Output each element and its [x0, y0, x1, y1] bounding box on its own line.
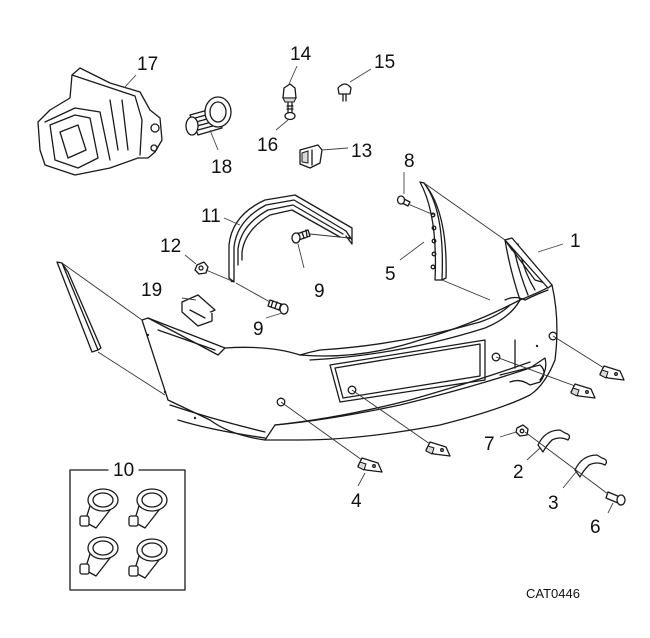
reference-code: CAT0446	[526, 586, 580, 601]
sensor-hole	[276, 397, 286, 407]
sensor-kit-unit	[128, 538, 168, 579]
parking-sensor-part	[425, 441, 451, 457]
callout-3: 3	[548, 493, 559, 514]
sensor-kit-box	[69, 469, 186, 591]
callout-7: 7	[484, 434, 495, 455]
sensor-kit-unit	[79, 488, 119, 529]
sensor-hole	[347, 385, 357, 395]
parking-sensor-part	[599, 365, 625, 381]
sensor-kit-unit	[79, 536, 119, 577]
callout-16: 16	[257, 135, 278, 156]
callout-19: 19	[141, 280, 162, 301]
callout-8: 8	[404, 151, 415, 172]
energy-absorber-part	[37, 67, 163, 176]
rear-bumper-cover-part	[141, 237, 558, 441]
sensor-hole	[491, 352, 501, 362]
parking-sensor-part	[357, 457, 383, 473]
callout-11: 11	[201, 206, 221, 227]
sensor-kit-unit	[128, 488, 168, 529]
callout-labels: 1 2 3 4 5 6 7 8 9 9 10 11 12 13 14 15 16…	[113, 44, 601, 538]
callout-10: 10	[113, 460, 134, 481]
support-bracket-11-part	[228, 194, 353, 283]
bracket-clip-3-part	[574, 454, 608, 478]
screw-16-part	[284, 102, 296, 121]
callout-1: 1	[570, 231, 581, 252]
bolt-18-part	[185, 96, 232, 136]
callout-4: 4	[351, 491, 362, 512]
callout-18: 18	[211, 157, 232, 178]
push-rivet-15-part	[337, 83, 352, 102]
bolt-9a-part	[291, 229, 311, 244]
leader-lines	[123, 65, 614, 514]
assembly-lines	[61, 182, 609, 495]
left-trim-strip-part	[56, 261, 102, 353]
bolt-6-part	[605, 491, 626, 506]
bolt-9b-part	[267, 299, 289, 315]
sensor-hole	[548, 331, 558, 341]
side-bracket-5-part	[419, 181, 447, 281]
callout-12: 12	[160, 236, 181, 257]
callout-13: 13	[351, 141, 372, 162]
callout-14: 14	[290, 44, 312, 65]
bracket-clip-2-part	[537, 429, 571, 453]
callout-9a: 9	[314, 281, 325, 302]
bolt-8-part	[396, 195, 411, 207]
callout-5: 5	[385, 264, 396, 285]
clip-13-part	[299, 144, 323, 169]
callout-15: 15	[374, 52, 395, 73]
parking-sensor-part	[570, 383, 596, 399]
callout-6: 6	[590, 517, 601, 538]
callout-17: 17	[137, 54, 158, 75]
callout-9b: 9	[253, 319, 264, 340]
nut-7-part	[515, 424, 529, 437]
nut-12-part	[194, 261, 209, 275]
nut-insert-14-part	[282, 83, 297, 103]
clip-19-part	[181, 294, 216, 327]
callout-2: 2	[513, 462, 524, 483]
